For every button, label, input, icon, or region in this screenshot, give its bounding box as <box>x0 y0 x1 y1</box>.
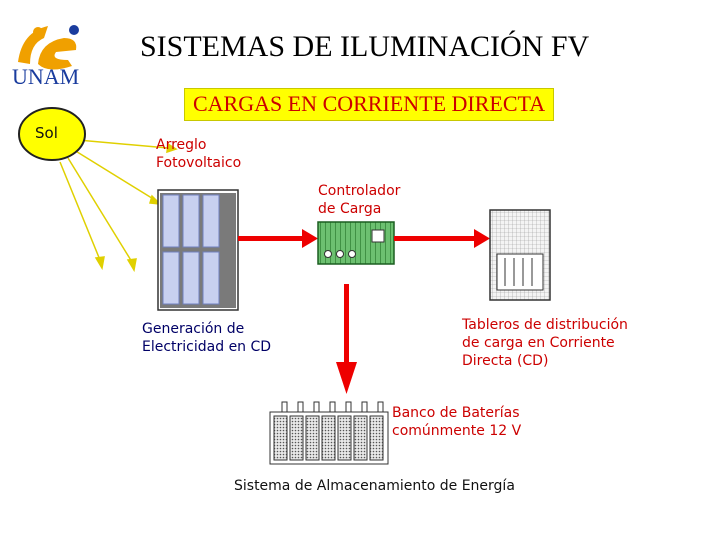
sun-icon <box>18 107 86 161</box>
distribution-panel-label: Tableros de distribución de carga en Cor… <box>462 317 628 369</box>
controller-label: Controlador de Carga <box>318 183 401 217</box>
battery-label: Banco de Baterías comúnmente 12 V <box>392 405 522 439</box>
array-label: Arreglo Fotovoltaico <box>156 137 242 171</box>
distribution-panel-icon <box>489 209 551 301</box>
solar-panel-icon <box>157 189 239 311</box>
sun-rays <box>59 139 178 273</box>
arrow-controller-to-battery <box>336 284 357 394</box>
battery-bank-icon <box>269 401 389 465</box>
sun-label: Sol <box>35 124 58 142</box>
unam-logo-icon <box>18 25 79 70</box>
page-subtitle: CARGAS EN CORRIENTE DIRECTA <box>184 88 555 121</box>
storage-label: Sistema de Almacenamiento de Energía <box>234 478 515 494</box>
generation-label: Generación de Electricidad en CD <box>142 321 272 355</box>
logo-text: UNAM <box>12 64 80 89</box>
page-title: SISTEMAS DE ILUMINACIÓN FV <box>140 30 590 63</box>
arrow-array-to-controller <box>238 229 318 248</box>
charge-controller-icon <box>317 221 395 265</box>
arrow-controller-to-panel <box>394 229 490 248</box>
